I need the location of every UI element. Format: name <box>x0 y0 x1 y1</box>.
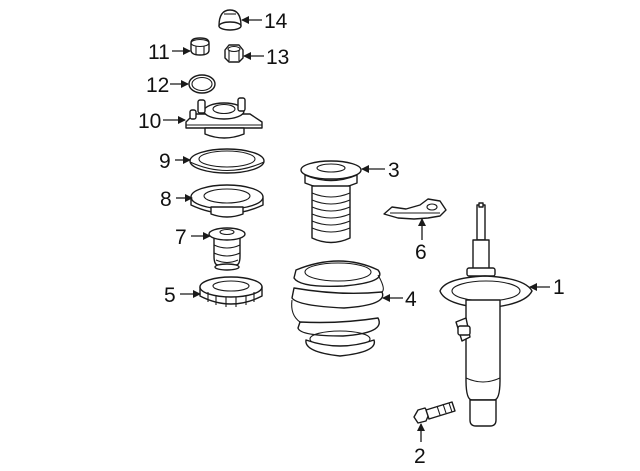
callout-labels: 1 2 3 4 5 6 7 8 9 10 11 12 13 14 <box>138 10 565 468</box>
part-8-bearing <box>190 184 264 218</box>
callout-5: 5 <box>164 284 176 307</box>
part-2-bolt <box>413 401 456 424</box>
callout-14: 14 <box>264 10 288 33</box>
part-12-o-ring <box>188 74 216 94</box>
leader-lines <box>163 16 550 442</box>
callout-4: 4 <box>405 288 417 311</box>
callout-3: 3 <box>388 159 400 182</box>
part-6-bracket <box>383 198 447 220</box>
callout-2: 2 <box>414 445 426 468</box>
part-13-nut <box>224 44 244 63</box>
part-5-lower-isolator <box>199 276 263 307</box>
callout-13: 13 <box>266 46 289 69</box>
callout-7: 7 <box>175 226 187 249</box>
callout-1: 1 <box>553 276 565 299</box>
part-4-coil-spring <box>291 260 384 357</box>
callout-6: 6 <box>415 241 427 264</box>
part-1-strut <box>439 202 533 427</box>
part-14-dust-cap <box>218 9 242 31</box>
callout-9: 9 <box>159 150 171 173</box>
part-9-spring-seat <box>189 148 265 174</box>
callout-12: 12 <box>146 74 169 97</box>
callout-8: 8 <box>160 188 172 211</box>
part-11-nut <box>190 37 210 56</box>
part-3-dust-boot <box>300 160 362 244</box>
callout-10: 10 <box>138 110 161 133</box>
callout-11: 11 <box>148 41 170 64</box>
part-7-bump-stop <box>208 227 246 271</box>
part-10-upper-mount <box>185 97 263 139</box>
